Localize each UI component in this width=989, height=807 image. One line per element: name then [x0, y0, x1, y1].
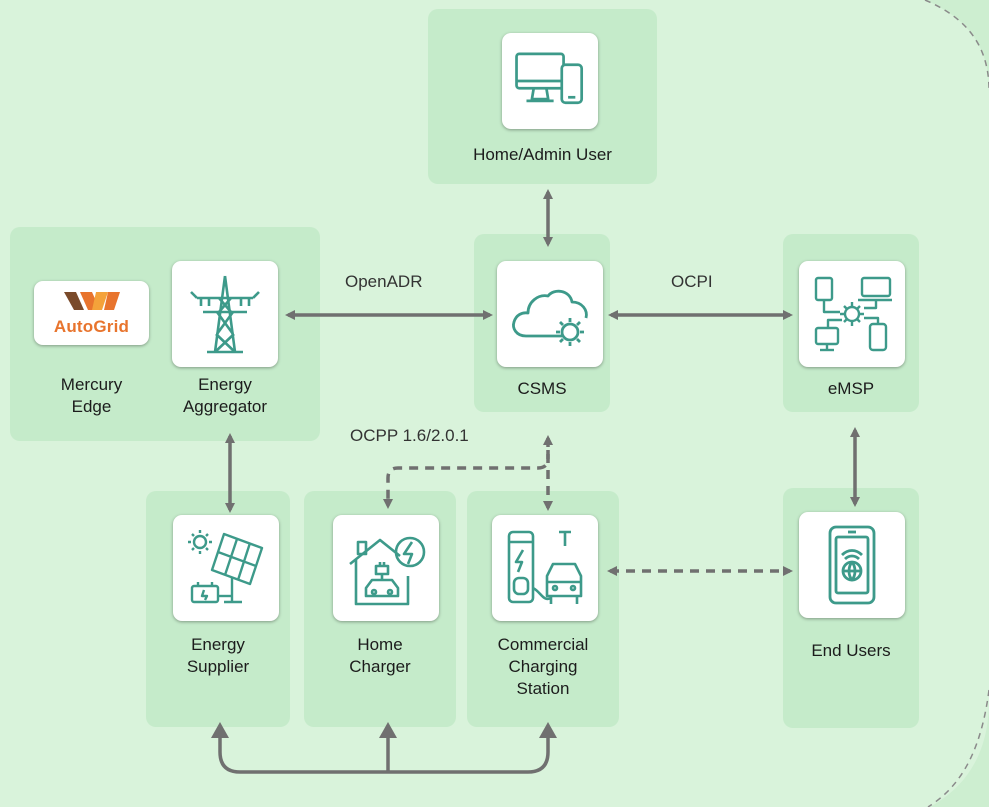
- tile-mercury-edge: AutoGrid: [34, 281, 149, 345]
- edge-label-ocpp: OCPP 1.6/2.0.1: [350, 426, 469, 445]
- label-home-charger: Home Charger: [349, 635, 411, 676]
- arrow-bottom-bus: [218, 734, 550, 774]
- solar-panel-icon: [188, 530, 264, 604]
- edge-label-ocpi: OCPI: [671, 272, 713, 291]
- label-emsp: eMSP: [827, 379, 875, 398]
- edge-label-openadr: OpenADR: [345, 272, 423, 291]
- tile-end-users: [799, 512, 905, 618]
- tile-home-charger: [333, 515, 439, 621]
- label-commercial-charging-station: Commercial Charging Station: [497, 635, 589, 698]
- arrow-ocpp-home: [383, 450, 550, 509]
- charging-station-icon: [507, 530, 583, 604]
- transmission-tower-icon: [190, 275, 260, 354]
- label-end-users: End Users: [811, 641, 891, 660]
- tile-csms: [497, 261, 603, 367]
- network-devices-icon: [814, 276, 892, 352]
- label-home-admin-user: Home/Admin User: [473, 145, 612, 164]
- cloud-gear-icon: [512, 289, 588, 346]
- smartphone-icon: [828, 525, 876, 605]
- autogrid-wordmark: AutoGrid: [53, 317, 130, 336]
- label-csms: CSMS: [517, 379, 567, 398]
- home-charger-icon: [349, 536, 426, 606]
- label-energy-supplier: Energy Supplier: [186, 635, 250, 676]
- tile-energy-supplier: [173, 515, 279, 621]
- label-mercury-edge: Mercury Edge: [60, 375, 123, 416]
- tile-emsp: [799, 261, 905, 367]
- tile-energy-aggregator: [172, 261, 278, 367]
- tile-home-admin-user: [502, 33, 598, 129]
- label-energy-aggregator: Energy Aggregator: [182, 375, 268, 416]
- devices-icon: [515, 52, 584, 105]
- autogrid-logo-icon: [64, 292, 120, 310]
- tile-commercial-charging-station: [492, 515, 598, 621]
